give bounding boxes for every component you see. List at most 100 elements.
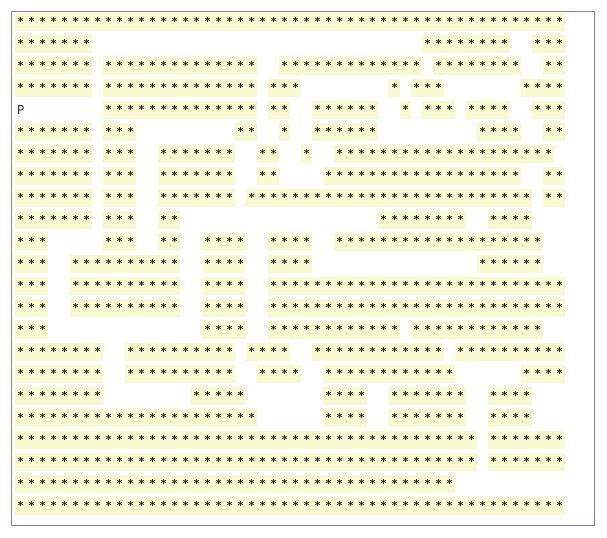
maze-open-cell bbox=[92, 321, 103, 339]
maze-wall-cell: * bbox=[114, 123, 125, 141]
maze-wall-cell: * bbox=[444, 189, 455, 207]
maze-open-cell bbox=[521, 101, 532, 119]
maze-wall-cell: * bbox=[191, 475, 202, 493]
maze-wall-cell: * bbox=[499, 211, 510, 229]
maze-wall-cell: * bbox=[367, 343, 378, 361]
maze-wall-cell: * bbox=[444, 409, 455, 427]
maze-wall-cell: * bbox=[70, 277, 81, 295]
maze-open-cell bbox=[268, 57, 279, 75]
maze-wall-cell: * bbox=[510, 123, 521, 141]
maze-wall-cell: * bbox=[202, 13, 213, 31]
maze-open-cell bbox=[147, 211, 158, 229]
maze-wall-cell: * bbox=[191, 79, 202, 97]
maze-wall-cell: * bbox=[279, 321, 290, 339]
maze-open-cell bbox=[279, 145, 290, 163]
maze-wall-cell: * bbox=[356, 497, 367, 515]
maze-wall-cell: * bbox=[455, 13, 466, 31]
maze-wall-cell: * bbox=[158, 497, 169, 515]
maze-wall-cell: * bbox=[15, 475, 26, 493]
maze-wall-cell: * bbox=[312, 299, 323, 317]
maze-open-cell bbox=[400, 79, 411, 97]
maze-wall-cell: * bbox=[202, 431, 213, 449]
maze-wall-cell: * bbox=[499, 277, 510, 295]
maze-open-cell bbox=[532, 475, 543, 493]
maze-open-cell bbox=[466, 365, 477, 383]
maze-wall-cell: * bbox=[411, 431, 422, 449]
maze-open-cell bbox=[70, 101, 81, 119]
maze-wall-cell: * bbox=[26, 453, 37, 471]
maze-wall-cell: * bbox=[444, 387, 455, 405]
maze-wall-cell: * bbox=[15, 79, 26, 97]
maze-wall-cell: * bbox=[345, 453, 356, 471]
maze-open-cell bbox=[59, 299, 70, 317]
maze-open-cell bbox=[532, 167, 543, 185]
maze-wall-cell: * bbox=[301, 321, 312, 339]
maze-row: ****************************************… bbox=[15, 299, 569, 321]
maze-open-cell bbox=[543, 233, 554, 251]
maze-wall-cell: * bbox=[114, 277, 125, 295]
maze-wall-cell: * bbox=[26, 321, 37, 339]
maze-wall-cell: * bbox=[26, 255, 37, 273]
maze-wall-cell: * bbox=[345, 299, 356, 317]
maze-open-cell bbox=[92, 79, 103, 97]
maze-open-cell bbox=[191, 233, 202, 251]
maze-wall-cell: * bbox=[158, 365, 169, 383]
maze-wall-cell: * bbox=[378, 299, 389, 317]
maze-wall-cell: * bbox=[37, 167, 48, 185]
maze-wall-cell: * bbox=[389, 277, 400, 295]
maze-wall-cell: * bbox=[202, 453, 213, 471]
maze-open-cell bbox=[444, 123, 455, 141]
maze-open-cell bbox=[433, 255, 444, 273]
maze-wall-cell: * bbox=[554, 497, 565, 515]
maze-wall-cell: * bbox=[169, 101, 180, 119]
maze-wall-cell: * bbox=[235, 277, 246, 295]
maze-wall-cell: * bbox=[488, 233, 499, 251]
maze-wall-cell: * bbox=[367, 123, 378, 141]
maze-wall-cell: * bbox=[444, 321, 455, 339]
maze-open-cell bbox=[246, 299, 257, 317]
player-marker: P bbox=[16, 103, 25, 117]
maze-wall-cell: * bbox=[367, 101, 378, 119]
maze-open-cell bbox=[466, 79, 477, 97]
maze-open-cell bbox=[246, 211, 257, 229]
maze-open-cell bbox=[488, 365, 499, 383]
maze-wall-cell: * bbox=[147, 57, 158, 75]
maze-wall-cell: * bbox=[422, 431, 433, 449]
maze-wall-cell: * bbox=[92, 277, 103, 295]
maze-open-cell bbox=[257, 277, 268, 295]
maze-open-cell bbox=[378, 409, 389, 427]
maze-wall-cell: * bbox=[136, 475, 147, 493]
maze-open-cell bbox=[246, 35, 257, 53]
maze-wall-cell: * bbox=[103, 79, 114, 97]
maze-wall-cell: * bbox=[92, 431, 103, 449]
maze-wall-cell: * bbox=[356, 321, 367, 339]
maze-wall-cell: * bbox=[499, 321, 510, 339]
maze-wall-cell: * bbox=[81, 13, 92, 31]
maze-wall-cell: * bbox=[70, 343, 81, 361]
maze-wall-cell: * bbox=[279, 233, 290, 251]
maze-wall-cell: * bbox=[136, 409, 147, 427]
maze-wall-cell: * bbox=[26, 167, 37, 185]
maze-open-cell bbox=[543, 475, 554, 493]
maze-wall-cell: * bbox=[422, 497, 433, 515]
maze-wall-cell: * bbox=[389, 233, 400, 251]
maze-wall-cell: * bbox=[356, 409, 367, 427]
maze-wall-cell: * bbox=[180, 409, 191, 427]
maze-open-cell bbox=[268, 123, 279, 141]
maze-wall-cell: * bbox=[257, 431, 268, 449]
maze-wall-cell: * bbox=[246, 497, 257, 515]
maze-wall-cell: * bbox=[389, 167, 400, 185]
maze-wall-cell: * bbox=[15, 189, 26, 207]
maze-wall-cell: * bbox=[26, 299, 37, 317]
maze-wall-cell: * bbox=[433, 233, 444, 251]
maze-wall-cell: * bbox=[411, 145, 422, 163]
maze-open-cell bbox=[554, 321, 565, 339]
maze-wall-cell: * bbox=[103, 277, 114, 295]
maze-open-cell bbox=[136, 145, 147, 163]
maze-wall-cell: * bbox=[169, 79, 180, 97]
maze-wall-cell: * bbox=[400, 365, 411, 383]
maze-wall-cell: * bbox=[367, 497, 378, 515]
maze-wall-cell: * bbox=[180, 431, 191, 449]
maze-open-cell bbox=[180, 123, 191, 141]
maze-wall-cell: * bbox=[532, 79, 543, 97]
